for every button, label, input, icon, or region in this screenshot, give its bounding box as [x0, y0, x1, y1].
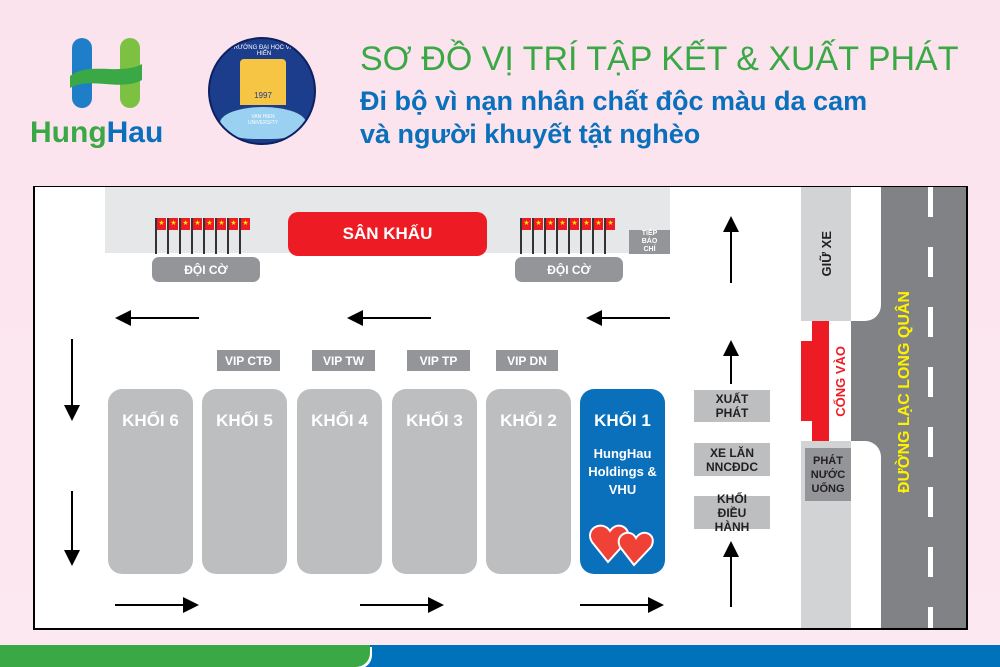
parking-area: GIỮ XE [801, 187, 851, 321]
block-5: KHỐI 5 [202, 389, 287, 574]
arrow-left-icon [347, 310, 431, 326]
logo-hung: Hung [30, 116, 107, 149]
arrow-down-icon [64, 339, 80, 421]
flags-right-icon [520, 218, 620, 258]
arrow-up-icon [723, 216, 739, 283]
block-6: KHỐI 6 [108, 389, 193, 574]
gate-label: CỔNG VÀO [832, 345, 848, 417]
press-area: TIẾP BÁO CHÍ [629, 230, 670, 254]
subtitle-line2: và người khuyết tật nghèo [360, 119, 701, 149]
arrow-right-icon [580, 597, 664, 613]
gate-shape [801, 321, 829, 441]
hunghau-logo: HungHau [30, 36, 190, 156]
start-point: XUẤT PHÁT [694, 390, 770, 422]
site-map: SÂN KHẤU ĐỘI CỜ ĐỘI CỜ TIẾP BÁO CHÍ VIP … [33, 186, 968, 630]
road-lane-line [928, 187, 933, 628]
block-1-desc: HungHau Holdings & VHU [588, 446, 657, 497]
road-curve-top [851, 187, 881, 321]
stage: SÂN KHẤU [288, 212, 487, 256]
subtitle-line1: Đi bộ vì nạn nhân chất độc màu da cam [360, 86, 868, 116]
arrow-up-icon [723, 340, 739, 384]
vip-tw: VIP TW [312, 350, 375, 371]
arrow-right-icon [360, 597, 444, 613]
wheelchair-area: XE LĂN NNCĐDC [694, 443, 770, 476]
vip-ctd: VIP CTĐ [217, 350, 280, 371]
road-name: ĐƯỜNG LẠC LONG QUÂN [885, 277, 925, 507]
hunghau-h-icon [70, 38, 142, 108]
gate: CỔNG VÀO [829, 321, 851, 441]
block-2: KHỐI 2 [486, 389, 571, 574]
arrow-left-icon [115, 310, 199, 326]
footer-band-green [0, 645, 370, 667]
parking-label: GIỮ XE [818, 231, 834, 277]
flag-team-right: ĐỘI CỜ [515, 257, 623, 282]
seal-ring-text: TRƯỜNG ĐẠI HỌC VĂN HIẾN [230, 45, 298, 57]
hearts-icon [589, 524, 654, 567]
seal-bottom-text: VAN HIEN UNIVERSITY [247, 114, 278, 126]
water-station: PHÁT NƯỚC UỐNG [805, 448, 851, 501]
block-4: KHỐI 4 [297, 389, 382, 574]
arrow-left-icon [586, 310, 670, 326]
vip-dn: VIP DN [496, 350, 558, 371]
arrow-down-icon [64, 491, 80, 566]
road-curve-bottom [851, 441, 881, 628]
flags-left-icon [155, 218, 255, 258]
road-label: ĐƯỜNG LẠC LONG QUÂN [896, 290, 913, 494]
block-3: KHỐI 3 [392, 389, 477, 574]
logo-hau: Hau [106, 116, 164, 149]
seal-year: 1997 [254, 91, 272, 100]
management-block: KHỐI ĐIỀU HÀNH [694, 492, 770, 534]
block-1-title: KHỐI 1 [594, 411, 651, 430]
vhu-seal-logo: 1997 VAN HIEN UNIVERSITY TRƯỜNG ĐẠI HỌC … [208, 37, 316, 145]
arrow-up-icon [723, 541, 739, 607]
flag-team-left: ĐỘI CỜ [152, 257, 260, 282]
vip-tp: VIP TP [407, 350, 470, 371]
block-1: KHỐI 1 HungHau Holdings & VHU [580, 389, 665, 574]
page-title: SƠ ĐỒ VỊ TRÍ TẬP KẾT & XUẤT PHÁT [360, 40, 959, 78]
arrow-right-icon [115, 597, 199, 613]
